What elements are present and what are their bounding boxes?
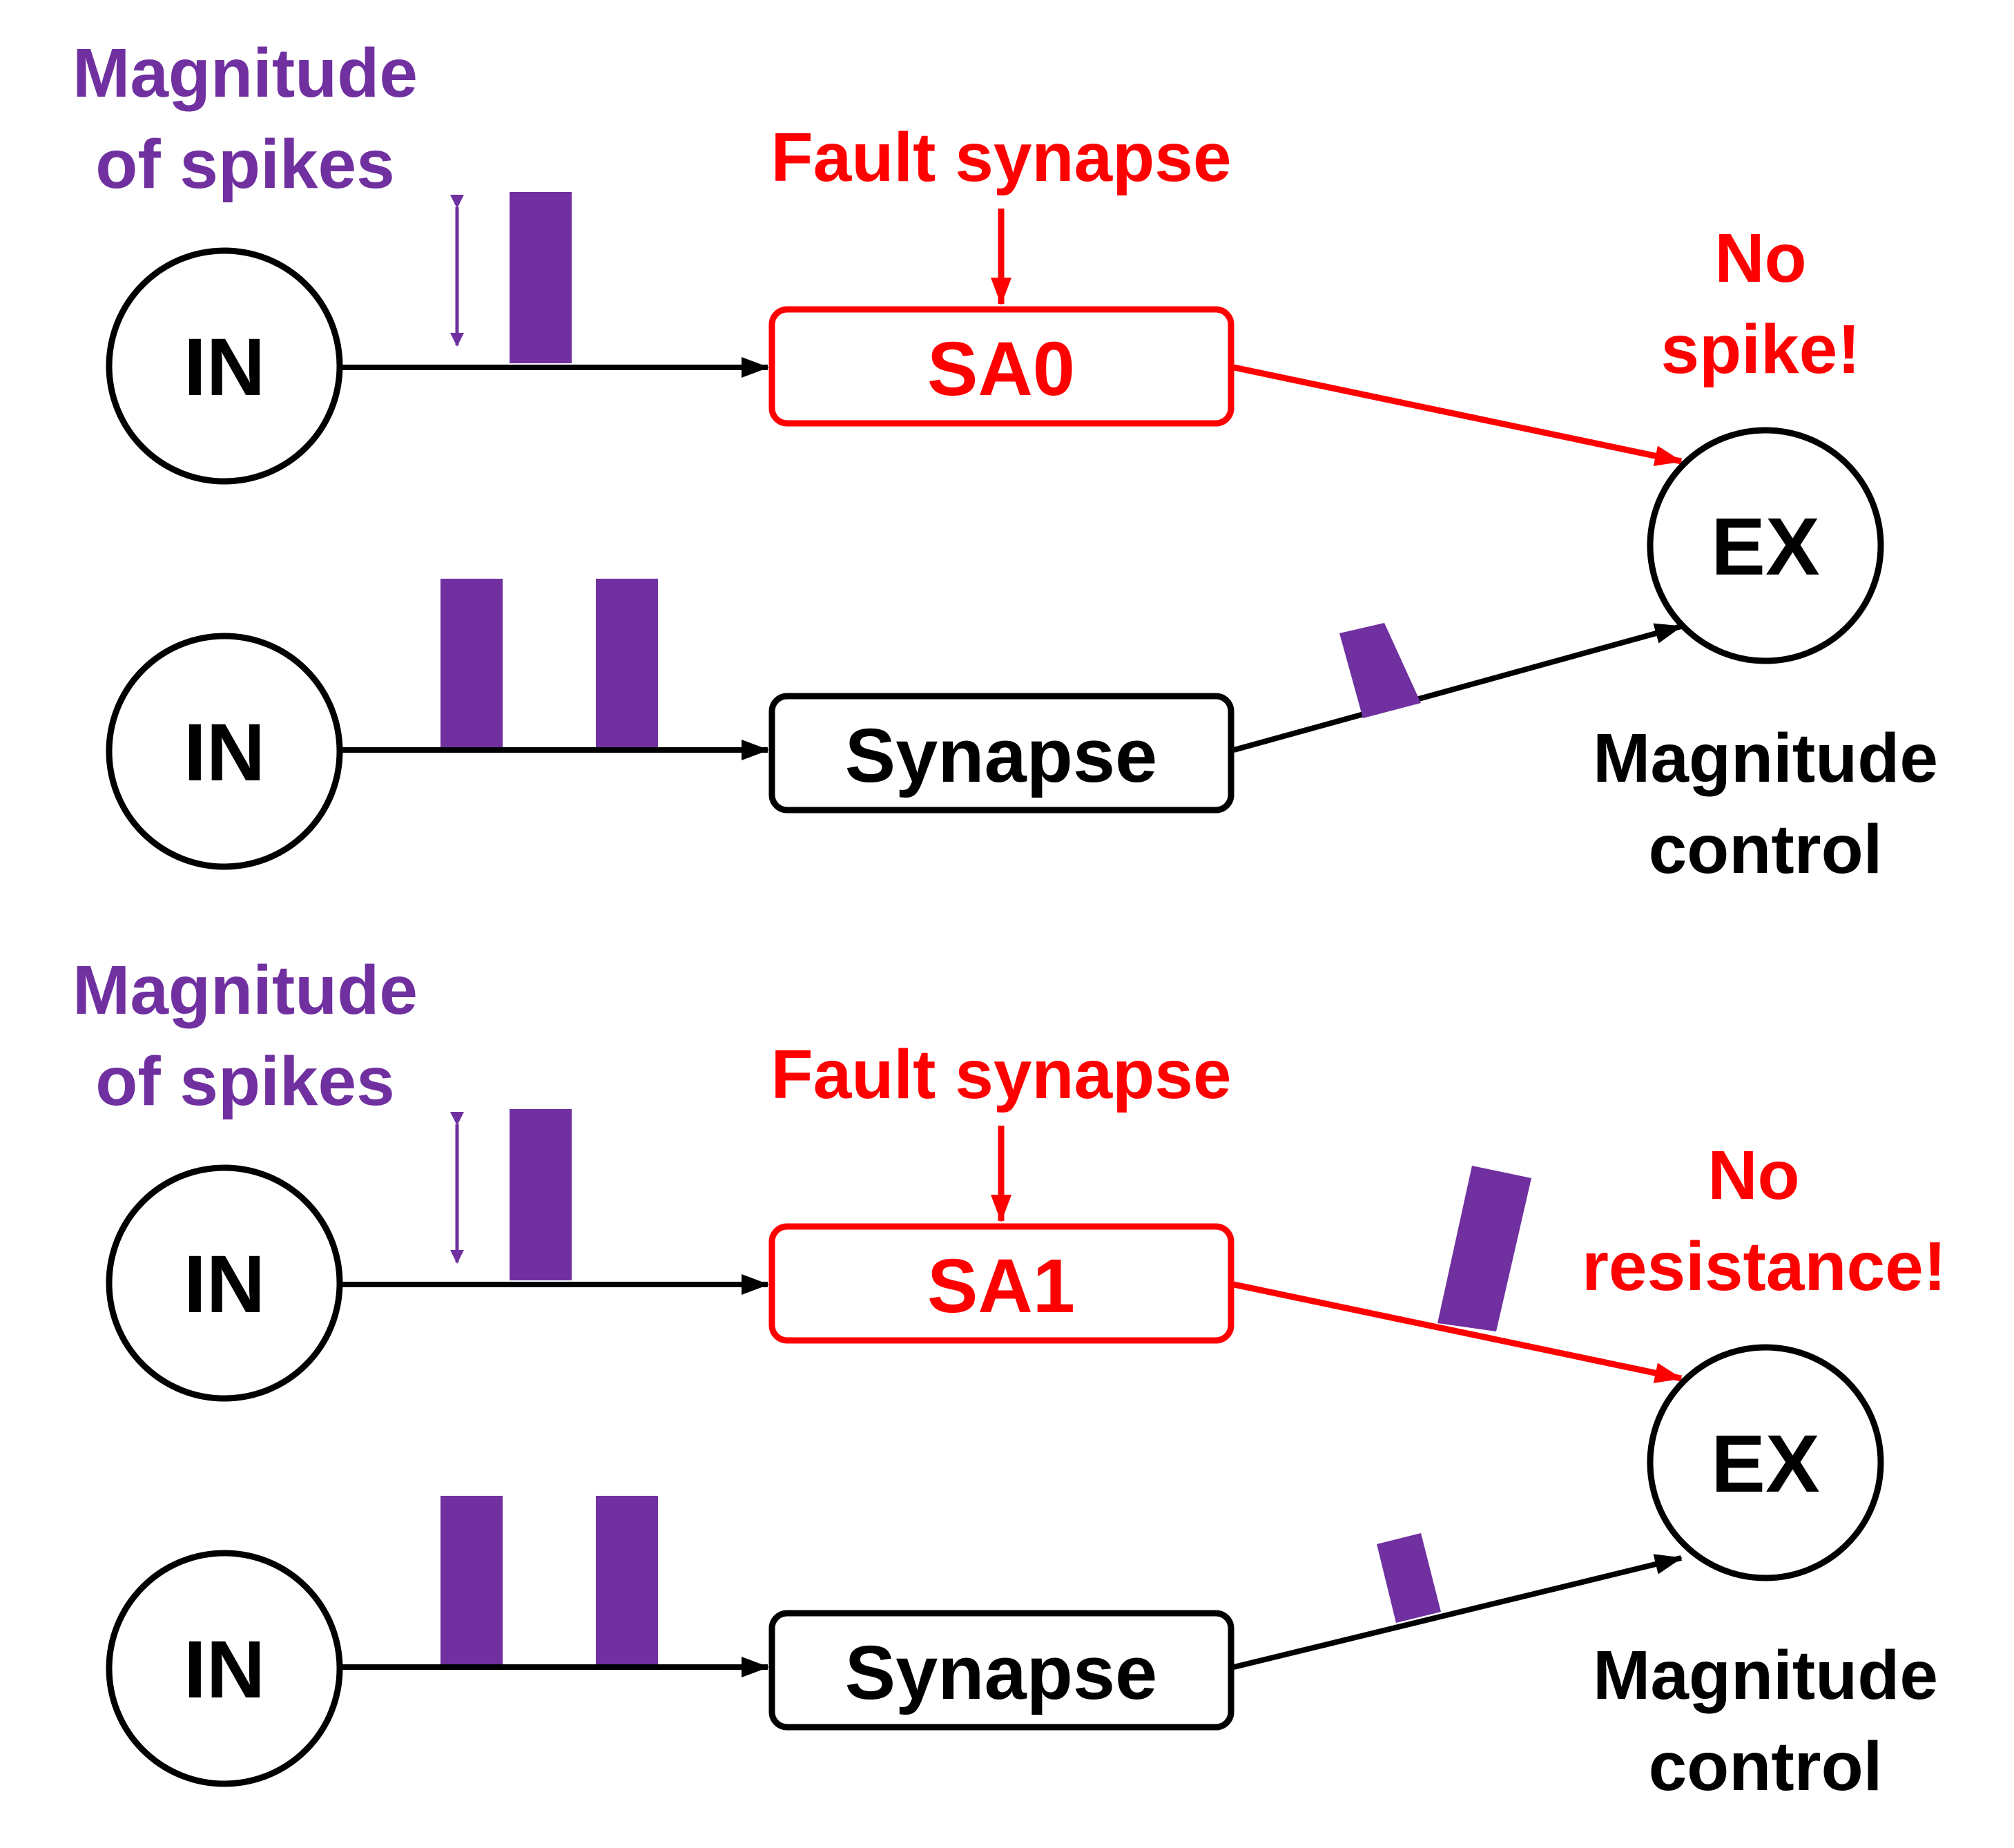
fault-synapse-label: Fault synapse [771, 1036, 1232, 1113]
input-neuron-bottom-label: IN [184, 707, 265, 798]
input-neuron-top [106, 247, 343, 485]
control-label-line1: Magnitude [1593, 720, 1938, 797]
input-neuron-top-label: IN [184, 322, 265, 413]
output-neuron [1647, 1344, 1884, 1581]
control-label-line1: Magnitude [1593, 1637, 1938, 1714]
output-spike-bar [1377, 1533, 1441, 1623]
magnitude-label-line1: Magnitude [72, 35, 418, 112]
status-label-line2: spike! [1660, 311, 1860, 388]
spike-bar [440, 579, 503, 750]
output-neuron-label: EX [1711, 501, 1819, 593]
control-label-line2: control [1649, 1728, 1883, 1805]
status-label-line2: resistance! [1582, 1228, 1946, 1305]
output-spike-bar-large [1437, 1166, 1531, 1331]
synapse-box [768, 1610, 1234, 1731]
panel-sa1: Magnitude of spikes Fault synapse No res… [72, 952, 1946, 1805]
magnitude-label-line2: of spikes [95, 126, 395, 203]
status-label-line1: No [1714, 220, 1806, 297]
fault-output-connection [1233, 364, 1683, 466]
fault-output-connection [1233, 1281, 1683, 1383]
magnitude-label-line1: Magnitude [72, 952, 418, 1029]
input-neuron-bottom-label: IN [184, 1624, 265, 1715]
synapse-output-connection [1232, 623, 1683, 753]
spike-bar [596, 1496, 658, 1667]
synapse-box-label: Synapse [845, 1630, 1157, 1715]
status-label-line1: No [1707, 1137, 1799, 1214]
spike-bar [596, 579, 658, 750]
input-neuron-bottom [106, 633, 343, 870]
input-neuron-top [106, 1164, 343, 1402]
panel-sa0: Magnitude of spikes Fault synapse No spi… [72, 35, 1938, 888]
fault-synapse-box [768, 1223, 1234, 1344]
input-neuron-bottom [106, 1550, 343, 1787]
fault-synapse-box-label: SA1 [927, 1244, 1075, 1329]
output-neuron [1647, 427, 1884, 664]
output-neuron-label: EX [1711, 1418, 1819, 1510]
magnitude-label-line2: of spikes [95, 1043, 395, 1120]
input-neuron-top-label: IN [184, 1239, 265, 1330]
synapse-box-label: Synapse [845, 713, 1157, 798]
synapse-output-connection [1233, 1554, 1683, 1670]
spike-bar [510, 1109, 572, 1280]
fault-synapse-label: Fault synapse [771, 119, 1232, 196]
output-spike-bar [1339, 623, 1421, 718]
fault-synapse-box-label: SA0 [927, 327, 1075, 412]
control-label-line2: control [1649, 811, 1883, 888]
spike-bar [440, 1496, 503, 1667]
spike-bar [510, 192, 572, 363]
synapse-box [768, 693, 1234, 814]
fault-synapse-box [768, 306, 1234, 427]
